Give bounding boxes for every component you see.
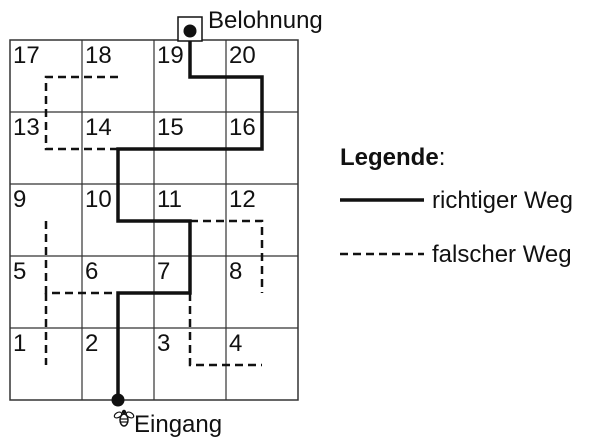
legend-title: Legende: [340, 144, 445, 171]
cell-number-8: 8 [229, 258, 242, 285]
bee-icon [113, 409, 135, 427]
reward-dot [183, 24, 197, 38]
cell-number-4: 4 [229, 330, 242, 357]
cell-number-18: 18 [85, 42, 112, 69]
legend-correct-label: richtiger Weg [432, 187, 573, 214]
correct-path [116, 31, 264, 400]
cell-number-3: 3 [157, 330, 170, 357]
cell-number-17: 17 [13, 42, 40, 69]
wrong-path-right [190, 219, 264, 293]
entrance-label: Eingang [134, 411, 222, 438]
cell-number-9: 9 [13, 186, 26, 213]
legend-title-suffix: : [439, 144, 446, 171]
cell-number-20: 20 [229, 42, 256, 69]
cell-number-12: 12 [229, 186, 256, 213]
wrong-path-bottom [188, 293, 262, 367]
maze-grid [9, 39, 299, 401]
cell-number-15: 15 [157, 114, 184, 141]
reward-label: Belohnung [208, 7, 323, 34]
legend-title-text: Legende [340, 144, 439, 171]
cell-number-5: 5 [13, 258, 26, 285]
entrance-dot [111, 393, 125, 407]
cell-number-11: 11 [157, 186, 182, 213]
cell-number-16: 16 [229, 114, 256, 141]
cell-number-19: 19 [157, 42, 184, 69]
legend-wrong-label: falscher Weg [432, 241, 572, 268]
cell-number-1: 1 [13, 330, 26, 357]
cell-number-6: 6 [85, 258, 98, 285]
cell-number-7: 7 [157, 258, 170, 285]
cell-number-14: 14 [85, 114, 112, 141]
cell-number-10: 10 [85, 186, 112, 213]
legend: Legende: richtiger Weg falscher Weg [340, 144, 573, 268]
wrong-path-upper [44, 75, 118, 151]
cell-number-2: 2 [85, 330, 98, 357]
cell-number-13: 13 [13, 114, 40, 141]
